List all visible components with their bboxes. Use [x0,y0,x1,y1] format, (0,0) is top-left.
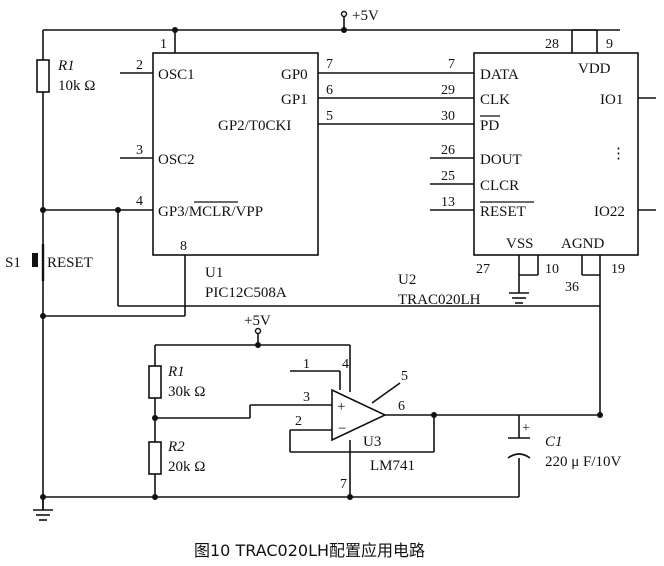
resistor-r1-top: R1 10k Ω [36,58,95,94]
svg-text:4: 4 [342,357,349,372]
svg-text:GP0: GP0 [281,67,308,83]
svg-text:8: 8 [180,239,187,254]
resistor-r2-divider: R2 20k Ω [148,439,205,475]
svg-text:DOUT: DOUT [480,152,522,168]
svg-text:RESET: RESET [47,255,93,271]
svg-text:3: 3 [303,390,310,405]
ground-symbol-u2 [509,292,529,304]
svg-text:20k Ω: 20k Ω [168,459,205,475]
svg-text:IO1: IO1 [600,92,623,108]
svg-text:26: 26 [441,143,455,158]
svg-text:GP3/MCLR/VPP: GP3/MCLR/VPP [158,204,263,220]
svg-text:25: 25 [441,169,455,184]
svg-text:DATA: DATA [480,67,519,83]
svg-text:R1: R1 [57,58,75,74]
svg-text:36: 36 [565,280,579,295]
reset-switch-s1: S1 RESET [5,235,93,290]
svg-text:2: 2 [136,58,143,73]
svg-text:3: 3 [136,143,143,158]
ic-u2: DATA CLK PD DOUT CLCR RESET VDD IO1 ⋮ IO… [398,37,639,308]
svg-text:U3: U3 [363,434,381,450]
resistor-r1-divider: R1 30k Ω [148,364,205,400]
svg-text:S1: S1 [5,255,21,271]
svg-text:PIC12C508A: PIC12C508A [205,285,287,301]
svg-text:30: 30 [441,109,455,124]
svg-text:5: 5 [326,109,333,124]
svg-text:5: 5 [401,369,408,384]
svg-text:28: 28 [545,37,559,52]
svg-text:13: 13 [441,195,455,210]
vcc-symbol-bottom: +5V [244,313,271,335]
svg-text:+: + [337,399,345,415]
svg-text:+5V: +5V [352,8,379,24]
svg-text:6: 6 [398,399,405,414]
svg-text:VDD: VDD [578,61,611,77]
svg-text:CLCR: CLCR [480,178,519,194]
svg-text:1: 1 [160,37,167,52]
svg-text:U1: U1 [205,265,223,281]
svg-text:AGND: AGND [561,236,604,252]
svg-text:VSS: VSS [506,236,534,252]
svg-text:220 μ F/10V: 220 μ F/10V [545,454,622,470]
svg-text:R2: R2 [167,439,185,455]
svg-text:2: 2 [295,414,302,429]
svg-text:LM741: LM741 [370,458,415,474]
svg-text:+5V: +5V [244,313,271,329]
svg-text:1: 1 [303,357,310,372]
svg-text:C1: C1 [545,434,563,450]
svg-text:PD: PD [480,118,499,134]
svg-text:GP1: GP1 [281,92,308,108]
svg-text:9: 9 [606,37,613,52]
svg-text:7: 7 [340,477,347,492]
junction-dots [40,27,603,500]
svg-text:TRAC020LH: TRAC020LH [398,292,481,308]
figure-caption: 图10 TRAC020LH配置应用电路 [194,541,425,560]
svg-text:IO22: IO22 [594,204,625,220]
ground-symbol-main [33,509,53,521]
svg-text:−: − [338,421,346,437]
svg-text:U2: U2 [398,272,416,288]
svg-text:7: 7 [326,57,333,72]
svg-text:7: 7 [448,57,455,72]
vcc-symbol-top: +5V [340,8,379,24]
opamp-u3: + − 1 4 3 2 5 6 7 U3 LM741 [295,357,415,492]
svg-text:⋮: ⋮ [611,146,626,162]
svg-text:10k Ω: 10k Ω [58,78,95,94]
svg-text:CLK: CLK [480,92,510,108]
svg-text:+: + [522,421,530,436]
svg-text:6: 6 [326,83,333,98]
ic-u1: OSC1 OSC2 GP3/MCLR/VPP GP0 GP1 GP2/T0CKI… [136,37,333,301]
svg-text:4: 4 [136,194,143,209]
svg-text:OSC1: OSC1 [158,67,195,83]
svg-text:GP2/T0CKI: GP2/T0CKI [218,118,291,134]
svg-text:27: 27 [476,262,490,277]
capacitor-c1: + C1 220 μ F/10V [507,421,622,470]
svg-text:30k Ω: 30k Ω [168,384,205,400]
svg-text:10: 10 [545,262,559,277]
svg-text:19: 19 [611,262,625,277]
svg-text:OSC2: OSC2 [158,152,195,168]
svg-text:R1: R1 [167,364,185,380]
wiring [42,16,656,510]
svg-text:29: 29 [441,83,455,98]
svg-text:RESET: RESET [480,204,526,220]
